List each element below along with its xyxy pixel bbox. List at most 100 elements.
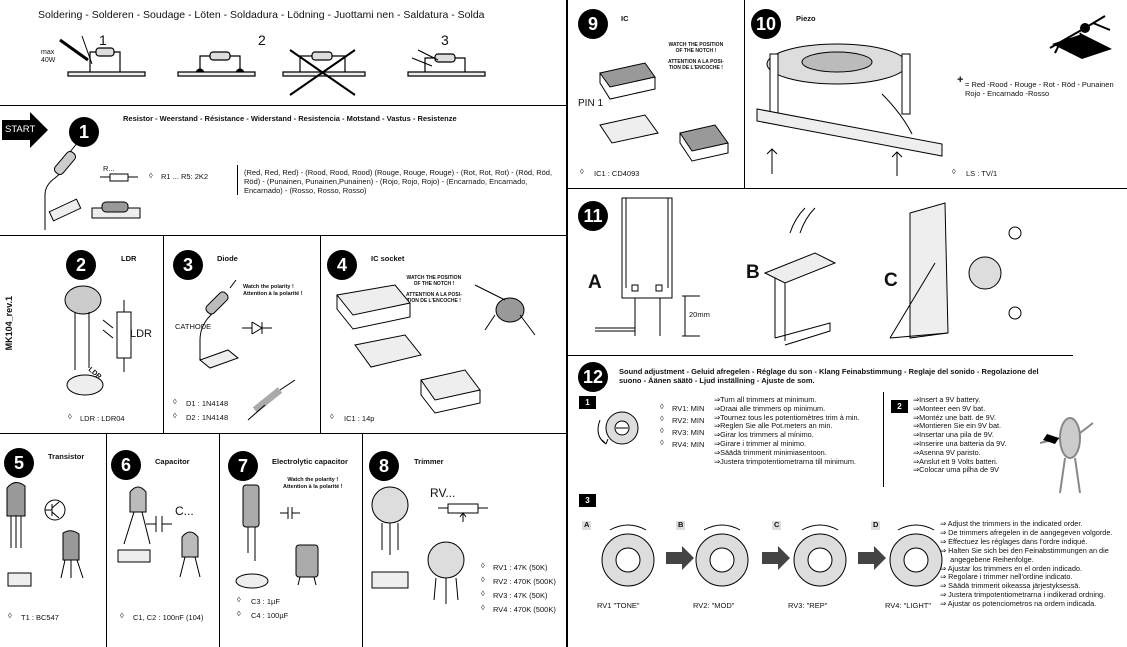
step-9-badge: 9 — [578, 9, 608, 39]
capacitor-part-value: C1, C2 : 100nF (104) — [133, 613, 204, 622]
divider-v-23 — [163, 235, 164, 433]
divider-v-34 — [320, 235, 321, 433]
diode-polarity-warning: Watch the polarity ! Attention à la pola… — [243, 284, 303, 297]
diamond-icon: ◊ — [68, 412, 72, 421]
mount-label-c: C — [884, 270, 898, 291]
mount-label-b: B — [746, 262, 760, 283]
caption-rv1: RV1 "TONE" — [597, 601, 640, 610]
step-4-badge: 4 — [327, 250, 357, 280]
piezo-illustration — [756, 34, 1112, 176]
start-label: START — [5, 124, 36, 135]
solder-step-3: 3 — [441, 32, 449, 48]
diode-title: Diode — [217, 254, 238, 263]
capacitor-symbol-label: C... — [175, 504, 194, 518]
diamond-icon: ◊ — [481, 561, 485, 570]
order-letter-a: A — [582, 520, 592, 530]
max-power-label: max 40W — [41, 49, 56, 64]
start-arrow: START — [2, 112, 48, 148]
diode-part-d2: D2 : 1N4148 — [186, 413, 229, 422]
ldr-symbol-label: LDR — [130, 328, 153, 340]
ic-socket-title: IC socket — [371, 254, 405, 263]
mount-label-a: A — [588, 272, 602, 293]
step-6-badge: 6 — [111, 450, 141, 480]
ldr-part-value: LDR : LDR04 — [80, 414, 125, 423]
ic-title: IC — [621, 14, 629, 23]
diamond-icon: ◊ — [660, 414, 664, 423]
divider-center — [566, 0, 568, 647]
caption-rv3: RV3: "REP" — [788, 601, 828, 610]
divider-v-56 — [106, 433, 107, 647]
step-8-badge: 8 — [369, 451, 399, 481]
rv2-min: RV2: MIN — [672, 416, 705, 425]
trimmer-part-rv1: RV1 : 47K (50K) — [493, 563, 548, 572]
diamond-icon: ◊ — [173, 411, 177, 420]
electrolytic-part-c4: C4 : 100µF — [251, 611, 289, 620]
resistor-part-value: R1 ... R5: 2K2 — [161, 172, 209, 181]
step-2-badge: 2 — [66, 250, 96, 280]
step1-instructions: ⇒Turn all trimmers at minimum. ⇒Draai al… — [714, 395, 860, 466]
rv1-min: RV1: MIN — [672, 404, 705, 413]
divider-v-78 — [362, 433, 363, 647]
order-letter-c: C — [772, 520, 782, 530]
trimmer-order-illustration — [601, 524, 943, 587]
ldr-illustration — [64, 285, 132, 396]
soldering-title: Soldering - Solderen - Soudage - Löten -… — [38, 9, 485, 21]
diamond-icon: ◊ — [660, 402, 664, 411]
divider-right-mid — [566, 355, 1073, 356]
divider-top — [0, 105, 566, 106]
diamond-icon: ◊ — [330, 412, 334, 421]
step3-instructions: ⇒ Adjust the trimmers in the indicated o… — [940, 519, 1113, 609]
substep-1-badge: 1 — [579, 396, 596, 409]
resistor-color-code: (Red, Red, Red) - (Rood, Rood, Rood) (Ro… — [244, 168, 553, 196]
plus-symbol: + — [957, 74, 964, 86]
substep-2-badge: 2 — [891, 400, 908, 413]
step-10-badge: 10 — [751, 9, 781, 39]
diamond-icon: ◊ — [660, 438, 664, 447]
ldr-title: LDR — [121, 254, 137, 263]
resistor-text-bar — [237, 165, 238, 195]
mounting-illustration — [595, 197, 1022, 346]
diamond-icon: ◊ — [149, 171, 153, 180]
diamond-icon: ◊ — [660, 426, 664, 435]
substep-3-badge: 3 — [579, 494, 596, 507]
diamond-icon: ◊ — [120, 611, 124, 620]
trimmer-min-illustration — [597, 411, 639, 445]
ic-illustration — [599, 62, 729, 162]
solder-step-2: 2 — [258, 32, 266, 48]
rv3-min: RV3: MIN — [672, 428, 705, 437]
step-7-badge: 7 — [228, 451, 258, 481]
soldering-illustration — [59, 35, 486, 96]
caption-rv2: RV2: "MOD" — [693, 601, 735, 610]
diamond-icon: ◊ — [481, 575, 485, 584]
mount-dimension-label: 20mm — [689, 310, 710, 319]
divider-row3 — [0, 433, 566, 434]
diamond-icon: ◊ — [580, 167, 584, 176]
order-letter-b: B — [676, 520, 686, 530]
diamond-icon: ◊ — [237, 595, 241, 604]
ic-socket-notch-warning: WATCH THE POSITION OF THE NOTCH ! ATTENT… — [406, 275, 462, 305]
step-1-badge: 1 — [69, 117, 99, 147]
insect-icon — [1049, 15, 1111, 54]
resistor-heading: Resistor - Weerstand - Résistance - Wide… — [123, 114, 457, 123]
step-5-badge: 5 — [4, 448, 34, 478]
transistor-illustration — [6, 482, 84, 587]
step-3-badge: 3 — [173, 250, 203, 280]
side-version-label: MK104_rev.1 — [4, 295, 15, 351]
transistor-title: Transistor — [48, 452, 85, 461]
step-12-badge: 12 — [578, 362, 608, 392]
sound-adjust-heading: Sound adjustment - Geluid afregelen - Ré… — [619, 367, 1039, 385]
electrolytic-part-c3: C3 : 1µF — [251, 597, 280, 606]
caption-rv4: RV4: "LIGHT" — [885, 601, 932, 610]
trimmer-part-rv2: RV2 : 470K (500K) — [493, 577, 556, 586]
diamond-icon: ◊ — [952, 167, 956, 176]
piezo-title: Piezo — [796, 14, 816, 23]
trimmer-part-rv3: RV3 : 47K (50K) — [493, 591, 548, 600]
resistor-symbol-label: R... — [103, 164, 115, 173]
electrolytic-illustration — [235, 484, 319, 589]
resistor-illustration — [44, 141, 141, 230]
electrolytic-title: Electrolytic capacitor — [272, 457, 348, 466]
violin-insect-icon — [1039, 417, 1094, 494]
trimmer-title: Trimmer — [414, 457, 444, 466]
diamond-icon: ◊ — [237, 609, 241, 618]
diamond-icon: ◊ — [481, 589, 485, 598]
